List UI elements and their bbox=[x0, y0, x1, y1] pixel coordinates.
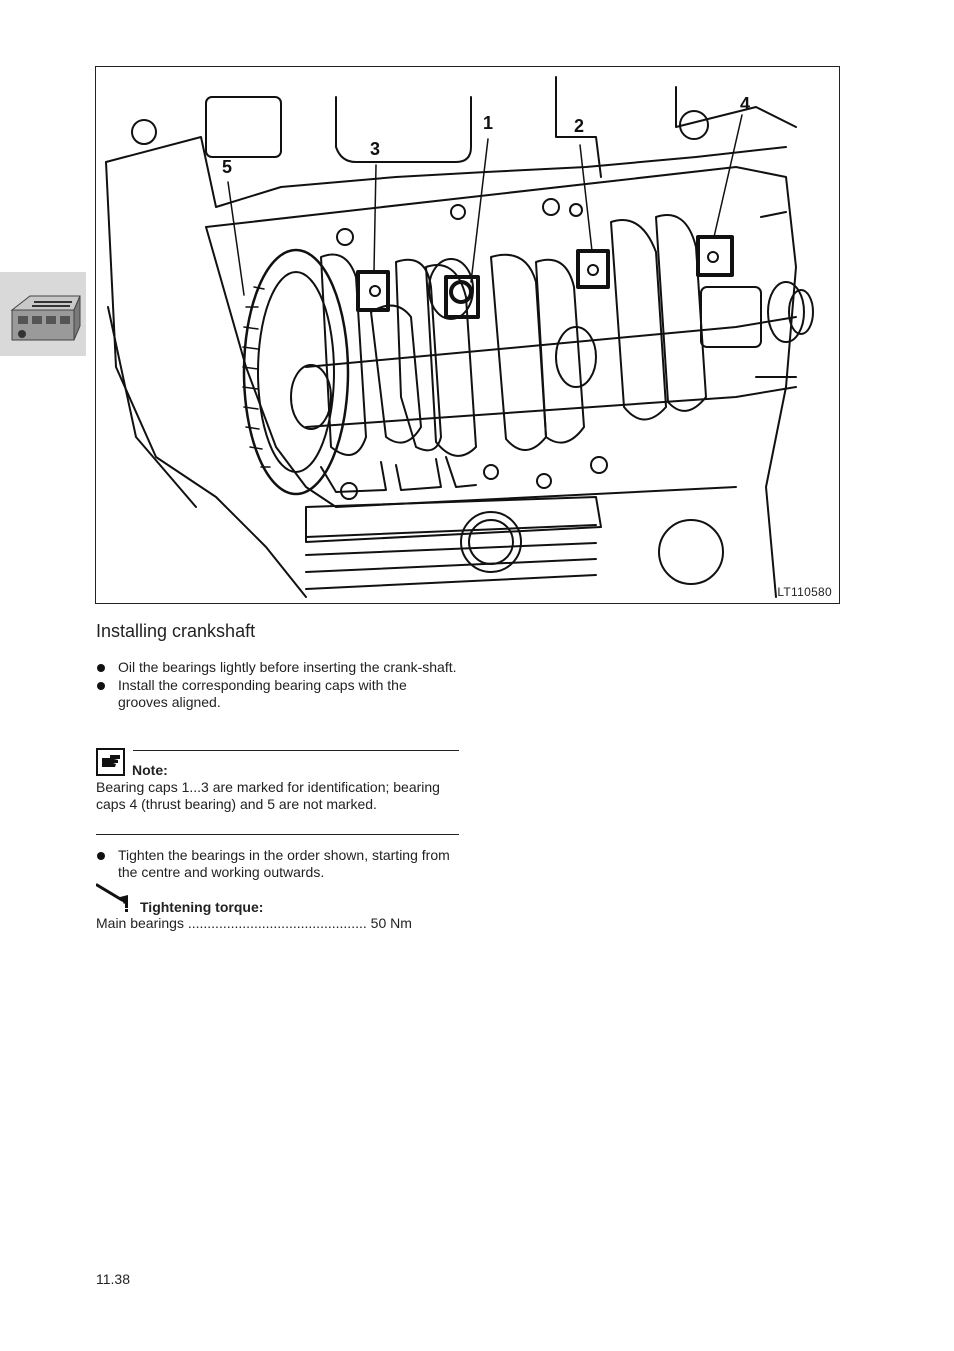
page-number: 11.38 bbox=[96, 1271, 130, 1287]
bullet-icon bbox=[97, 852, 105, 860]
crankshaft-figure: 1 2 3 4 5 LT110580 bbox=[95, 66, 840, 604]
instruction-list-2: Tighten the bearings in the order shown,… bbox=[96, 847, 460, 882]
torque-wrench-icon bbox=[96, 883, 128, 912]
torque-item: Main bearings bbox=[96, 915, 184, 931]
torque-dots: ........................................… bbox=[187, 915, 367, 931]
note-hand-icon bbox=[96, 748, 125, 776]
callout-3: 3 bbox=[370, 139, 381, 159]
divider bbox=[96, 834, 459, 835]
list-item: Oil the bearings lightly before insertin… bbox=[96, 659, 460, 676]
note-label: Note: bbox=[132, 762, 168, 778]
section-tab bbox=[0, 272, 86, 356]
callout-4: 4 bbox=[740, 94, 751, 114]
bullet-icon bbox=[97, 664, 105, 672]
bullet-icon bbox=[97, 682, 105, 690]
divider bbox=[133, 750, 459, 751]
torque-label: Tightening torque: bbox=[140, 899, 264, 915]
crankshaft-drawing bbox=[105, 76, 814, 598]
figure-code: LT110580 bbox=[777, 585, 832, 599]
engine-icon bbox=[10, 295, 81, 341]
list-item: Tighten the bearings in the order shown,… bbox=[96, 847, 460, 881]
section-title: Installing crankshaft bbox=[96, 621, 256, 641]
torque-value: 50 Nm bbox=[370, 915, 412, 931]
callout-2: 2 bbox=[574, 116, 585, 136]
list-item: Install the corresponding bearing caps w… bbox=[96, 677, 460, 711]
torque-row: Main bearings ..........................… bbox=[96, 915, 460, 932]
instruction-list-1: Oil the bearings lightly before insertin… bbox=[96, 659, 460, 712]
callout-1: 1 bbox=[483, 113, 494, 133]
callout-5: 5 bbox=[222, 157, 233, 177]
note-text: Bearing caps 1...3 are marked for identi… bbox=[96, 779, 440, 812]
